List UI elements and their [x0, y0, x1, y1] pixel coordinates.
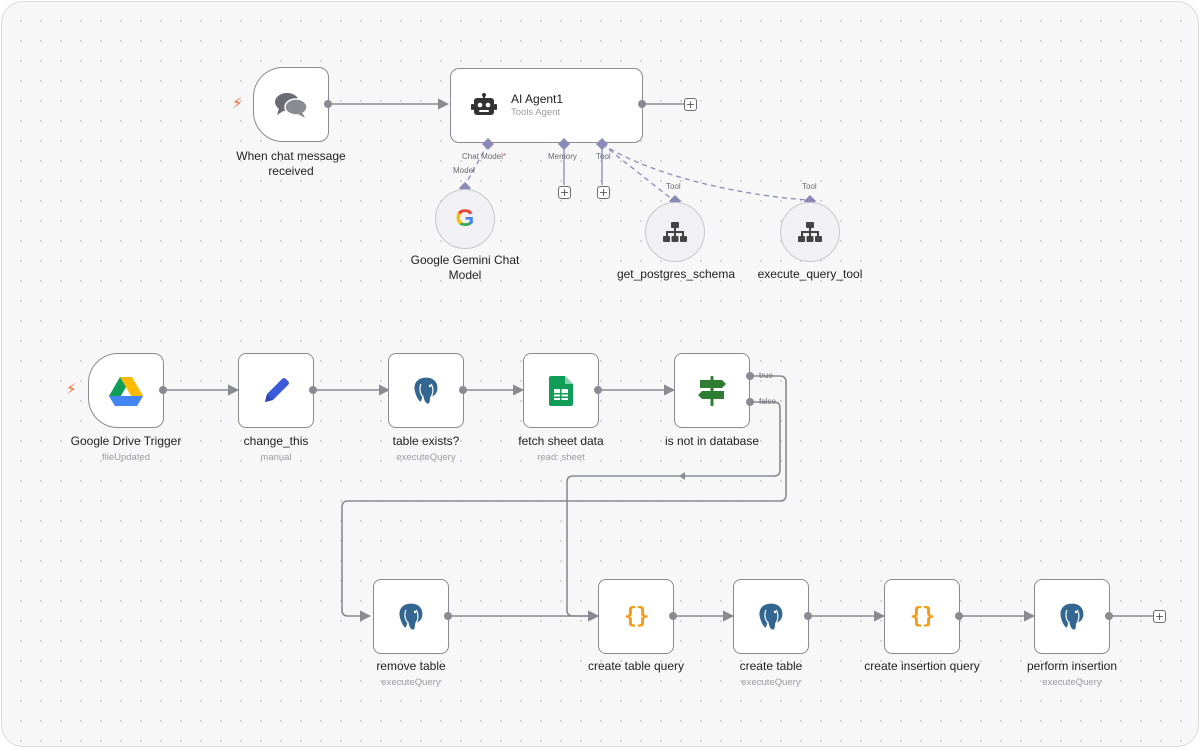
node-create-table-query[interactable]: {}: [598, 579, 674, 654]
add-node-after-insertion-button[interactable]: +: [1153, 610, 1166, 623]
chat-model-port[interactable]: [482, 138, 494, 150]
connection-tool-schema[interactable]: [601, 143, 674, 201]
chat-trigger-output-handle[interactable]: [324, 100, 332, 108]
if-true-label: true: [759, 371, 773, 380]
perform-insertion-sub: executeQuery: [1042, 677, 1102, 688]
perform-insertion-label: perform insertion: [1026, 659, 1118, 673]
node-table-exists[interactable]: [388, 353, 464, 428]
node-chat-trigger[interactable]: [253, 67, 329, 142]
query-tool-port-label: Tool: [802, 182, 817, 191]
gemini-label: Google Gemini Chat Model: [410, 253, 520, 282]
signpost-icon: [698, 375, 726, 406]
perform-insertion-output-handle[interactable]: [1105, 612, 1113, 620]
change-this-label: change_this: [243, 434, 309, 448]
gemini-port-label: Model: [453, 166, 475, 175]
tool-port-label: Tool: [596, 152, 611, 161]
create-table-query-label: create table query: [587, 659, 685, 673]
drive-trigger-sub: fileUpdated: [101, 452, 151, 463]
create-insertion-query-label: create insertion query: [864, 659, 980, 673]
drive-trigger-output-handle[interactable]: [159, 386, 167, 394]
schema-tool-label: get_postgres_schema: [616, 267, 736, 281]
postgres-icon: [758, 601, 784, 631]
node-is-not-in-database[interactable]: [674, 353, 750, 428]
connection-false-to-create-query[interactable]: [566, 401, 781, 622]
create-table-query-output-handle[interactable]: [669, 612, 677, 620]
google-g-icon: G: [455, 205, 475, 232]
memory-port-label: Memory: [548, 152, 577, 161]
connection-tool-query[interactable]: [601, 143, 809, 201]
network-icon: [798, 222, 822, 242]
create-table-label: create table: [739, 659, 803, 673]
node-change-this[interactable]: [238, 353, 314, 428]
remove-table-output-handle[interactable]: [444, 612, 452, 620]
create-table-output-handle[interactable]: [804, 612, 812, 620]
code-braces-icon: {}: [623, 604, 649, 629]
fetch-sheet-label: fetch sheet data: [518, 434, 604, 448]
if-node-label: is not in database: [664, 434, 760, 448]
add-node-after-agent-button[interactable]: +: [684, 98, 697, 111]
ai-agent-title: AI Agent1: [511, 92, 564, 106]
pencil-icon: [265, 377, 289, 402]
change-this-output-handle[interactable]: [309, 386, 317, 394]
node-google-drive-trigger[interactable]: [88, 353, 164, 428]
trigger-bolt-icon: ⚡: [66, 380, 77, 398]
postgres-icon: [398, 601, 424, 631]
chat-bubbles-icon: [275, 92, 308, 118]
connection-true-to-remove[interactable]: [341, 375, 787, 622]
node-get-postgres-schema[interactable]: [645, 202, 705, 262]
drive-trigger-label: Google Drive Trigger: [70, 434, 182, 448]
google-drive-icon: [109, 376, 143, 406]
code-braces-icon: {}: [909, 604, 935, 629]
add-memory-button[interactable]: +: [558, 186, 571, 199]
if-false-output-handle[interactable]: [746, 398, 754, 406]
node-perform-insertion[interactable]: [1034, 579, 1110, 654]
node-fetch-sheet-data[interactable]: [523, 353, 599, 428]
schema-tool-port-label: Tool: [666, 182, 681, 191]
tool-port[interactable]: [596, 138, 608, 150]
network-icon: [663, 222, 687, 242]
node-ai-agent[interactable]: AI Agent1 Tools Agent: [450, 68, 643, 143]
table-exists-sub: executeQuery: [396, 452, 456, 463]
change-this-sub: manual: [260, 452, 292, 463]
node-remove-table[interactable]: [373, 579, 449, 654]
query-tool-label: execute_query_tool: [757, 267, 863, 281]
ai-agent-output-handle[interactable]: [638, 100, 646, 108]
if-true-output-handle[interactable]: [746, 372, 754, 380]
robot-icon: [471, 92, 497, 115]
if-false-label: false: [759, 397, 776, 406]
add-tool-button[interactable]: +: [597, 186, 610, 199]
chat-trigger-label: When chat message received: [236, 149, 346, 178]
remove-table-label: remove table: [376, 659, 446, 673]
postgres-icon: [413, 375, 439, 405]
create-insertion-query-output-handle[interactable]: [955, 612, 963, 620]
node-execute-query-tool[interactable]: [780, 202, 840, 262]
postgres-icon: [1059, 601, 1085, 631]
memory-port[interactable]: [558, 138, 570, 150]
chat-model-port-label: Chat Model*: [462, 152, 507, 161]
table-exists-label: table exists?: [392, 434, 460, 448]
fetch-sheet-sub: read: sheet: [537, 452, 585, 463]
node-create-table[interactable]: [733, 579, 809, 654]
google-sheets-icon: [549, 375, 573, 406]
ai-agent-subtitle: Tools Agent: [511, 107, 561, 118]
node-create-insertion-query[interactable]: {}: [884, 579, 960, 654]
table-exists-output-handle[interactable]: [459, 386, 467, 394]
node-gemini-chat-model[interactable]: G: [435, 189, 495, 249]
remove-table-sub: executeQuery: [381, 677, 441, 688]
trigger-bolt-icon: ⚡: [232, 94, 243, 112]
create-table-sub: executeQuery: [741, 677, 801, 688]
fetch-sheet-output-handle[interactable]: [594, 386, 602, 394]
